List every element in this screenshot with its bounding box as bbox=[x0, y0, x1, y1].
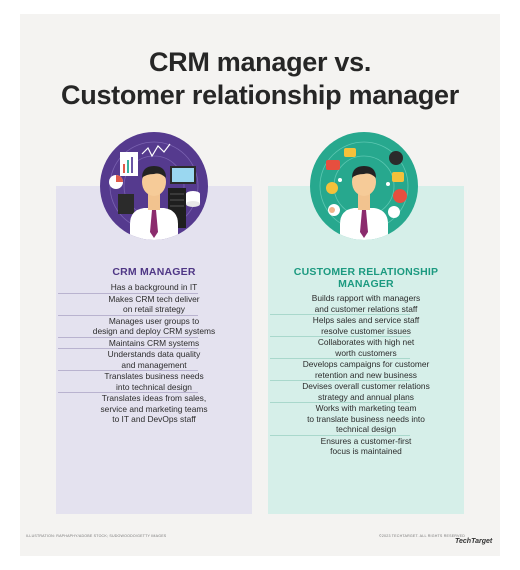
list-item: Understands data quality and management bbox=[107, 349, 201, 370]
list-item: Devises overall customer relations strat… bbox=[302, 381, 430, 402]
heading-line-2: MANAGER bbox=[338, 278, 394, 290]
crm-manager-duties-list: Has a background in IT Makes CRM tech de… bbox=[58, 282, 250, 425]
list-item: Builds rapport with managers and custome… bbox=[311, 293, 421, 314]
list-item: Has a background in IT bbox=[110, 282, 198, 292]
techtarget-logo: TechTarget bbox=[455, 538, 493, 545]
list-item: Translates ideas from sales, service and… bbox=[100, 393, 208, 424]
customer-relationship-manager-heading: CUSTOMER RELATIONSHIP MANAGER bbox=[268, 266, 464, 290]
customer-relationship-manager-illustration bbox=[310, 132, 418, 240]
divider bbox=[58, 292, 198, 294]
copyright-notice: ©2023 TECHTARGET. ALL RIGHTS RESERVED bbox=[379, 534, 466, 538]
crm-manager-illustration bbox=[100, 132, 208, 240]
list-item: Translates business needs into technical… bbox=[104, 371, 204, 392]
divider bbox=[270, 434, 410, 436]
title-line-1: CRM manager vs. bbox=[148, 47, 372, 77]
page-title: CRM manager vs. Customer relationship ma… bbox=[0, 46, 520, 112]
divider bbox=[58, 370, 198, 371]
customer-relationship-manager-figure-icon bbox=[319, 141, 409, 240]
divider bbox=[270, 358, 410, 359]
customer-relationship-manager-duties-list: Builds rapport with managers and custome… bbox=[270, 293, 462, 457]
divider bbox=[270, 380, 410, 381]
title-line-2: Customer relationship manager bbox=[61, 80, 459, 110]
list-item: Manages user groups to design and deploy… bbox=[92, 315, 216, 337]
illustration-credit: ILLUSTRATION: RAPHAPHY/ADOBE STOCK; SUDO… bbox=[26, 534, 167, 538]
crm-manager-panel bbox=[56, 186, 252, 514]
divider bbox=[270, 314, 410, 315]
divider bbox=[58, 348, 198, 349]
divider bbox=[270, 402, 410, 403]
customer-relationship-manager-panel bbox=[268, 186, 464, 514]
heading-line-1: CUSTOMER RELATIONSHIP bbox=[293, 266, 439, 278]
list-item: Ensures a customer-first focus is mainta… bbox=[320, 435, 412, 457]
list-item: Maintains CRM systems bbox=[108, 337, 200, 348]
crm-manager-heading: CRM MANAGER bbox=[112, 266, 196, 278]
list-item: Makes CRM tech deliver on retail strateg… bbox=[108, 293, 200, 315]
divider bbox=[58, 336, 198, 338]
list-item: Helps sales and service staff resolve cu… bbox=[312, 315, 420, 336]
list-item: Collaborates with high net worth custome… bbox=[317, 337, 415, 358]
divider bbox=[58, 314, 198, 316]
crm-manager-figure-icon bbox=[109, 141, 200, 240]
divider bbox=[58, 392, 198, 393]
divider bbox=[270, 336, 410, 337]
list-item: Works with marketing team to translate b… bbox=[307, 403, 425, 434]
list-item: Develops campaigns for customer retentio… bbox=[302, 359, 430, 380]
